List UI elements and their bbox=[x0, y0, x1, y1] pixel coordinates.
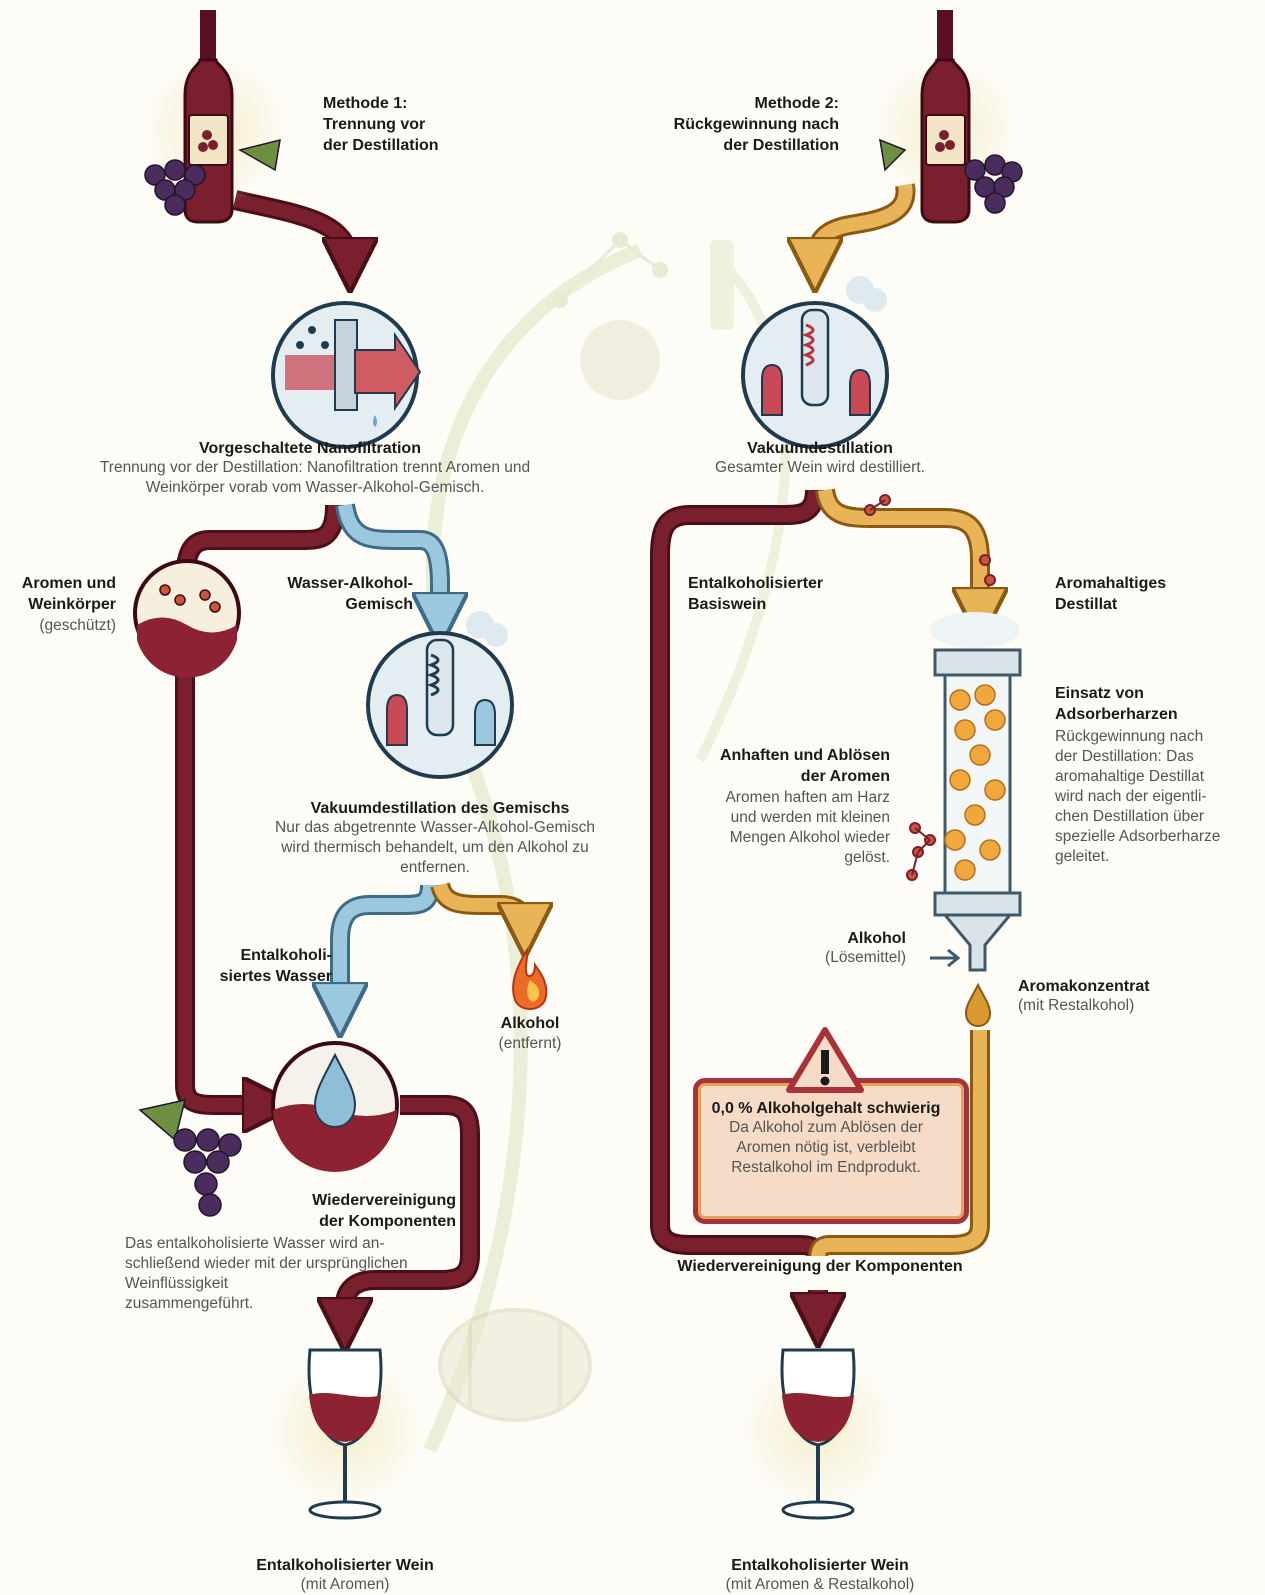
distillation-icon bbox=[366, 611, 514, 779]
mix-label: Wasser-Alkohol- Gemisch bbox=[287, 575, 413, 613]
method1-title: Methode 1: Trennung vor der Destillation bbox=[323, 95, 439, 154]
warning-box bbox=[693, 1078, 969, 1224]
distillation-icon bbox=[741, 276, 889, 449]
aromas-title: Aromen und Weinkörper bbox=[21, 575, 116, 613]
vacuum-title-2: Vakuumdestillation bbox=[747, 440, 893, 457]
method2-title: Methode 2: Rückgewinnung nach der Destil… bbox=[673, 95, 839, 154]
resin-desc: Rückgewinnung nach der Destillation: Das… bbox=[1055, 728, 1221, 865]
water-label: Entalkoholi- siertes Wasser bbox=[219, 947, 332, 985]
distillate-label: Aromahaltiges Destillat bbox=[1055, 575, 1167, 613]
grapes-icon bbox=[138, 1099, 242, 1217]
alcohol-solvent-label: Alkohol bbox=[847, 930, 906, 947]
wine-glass-icon bbox=[265, 1348, 425, 1520]
barrel-icon bbox=[438, 1308, 592, 1422]
aromas-circle bbox=[133, 559, 241, 678]
nanofiltration-title: Vorgeschaltete Nanofiltration bbox=[199, 440, 421, 457]
adhere-title: Anhaften und Ablösen der Aromen bbox=[719, 747, 890, 785]
base-wine-label: Entalkoholisierter Basiswein bbox=[688, 575, 824, 613]
aromas-note: (geschützt) bbox=[39, 617, 116, 634]
vacuum-desc-2: Gesamter Wein wird destilliert. bbox=[715, 459, 925, 476]
resin-column-icon bbox=[930, 612, 1022, 1028]
result-note-1: (mit Aromen) bbox=[300, 1576, 390, 1593]
alcohol-removed-label: Alkohol bbox=[500, 1015, 560, 1032]
molecule-icon bbox=[906, 822, 936, 881]
flame-icon bbox=[512, 946, 548, 1010]
resin-title: Einsatz von Adsorberharzen bbox=[1055, 685, 1178, 723]
warning-title: 0,0 % Alkoholgehalt schwierig bbox=[711, 1100, 941, 1117]
concentrate-note: (mit Restalkohol) bbox=[1018, 997, 1135, 1014]
grapes-icon bbox=[879, 138, 1023, 214]
reunite-title-2: Wiedervereinigung der Komponenten bbox=[640, 1256, 1000, 1277]
molecule-icon bbox=[864, 494, 996, 586]
water-drop-icon bbox=[271, 1041, 399, 1172]
reunite-desc-1: Das entalkoholisierte Wasser wird an- sc… bbox=[125, 1235, 408, 1312]
vacuum-mix-desc: Nur das abgetrennte Wasser-Alkohol-Gemis… bbox=[275, 819, 595, 876]
warning-desc: Da Alkohol zum Ablösen der Aromen nötig … bbox=[729, 1119, 923, 1176]
wine-glass-icon bbox=[738, 1348, 898, 1520]
grapes-icon bbox=[144, 138, 281, 216]
result-title-1: Entalkoholisierter Wein bbox=[256, 1557, 434, 1574]
adhere-desc: Aromen haften am Harz und werden mit kle… bbox=[725, 789, 890, 866]
filter-icon bbox=[271, 301, 422, 449]
result-note-2: (mit Aromen & Restalkohol) bbox=[725, 1576, 915, 1593]
concentrate-drop bbox=[964, 982, 992, 1028]
alcohol-solvent-note: (Lösemittel) bbox=[825, 949, 906, 966]
vacuum-mix-title: Vakuumdestillation des Gemischs bbox=[310, 800, 570, 817]
nanofiltration-desc: Trennung vor der Destillation: Nanofiltr… bbox=[99, 459, 531, 496]
alcohol-removed-note: (entfernt) bbox=[498, 1035, 562, 1052]
result-title-2: Entalkoholisierter Wein bbox=[731, 1557, 909, 1574]
flow-distillate bbox=[815, 488, 990, 615]
reunite-title-1: Wiedervereinigung der Komponenten bbox=[312, 1192, 456, 1230]
warning-icon bbox=[786, 1027, 864, 1093]
concentrate-title: Aromakonzentrat bbox=[1018, 978, 1150, 995]
